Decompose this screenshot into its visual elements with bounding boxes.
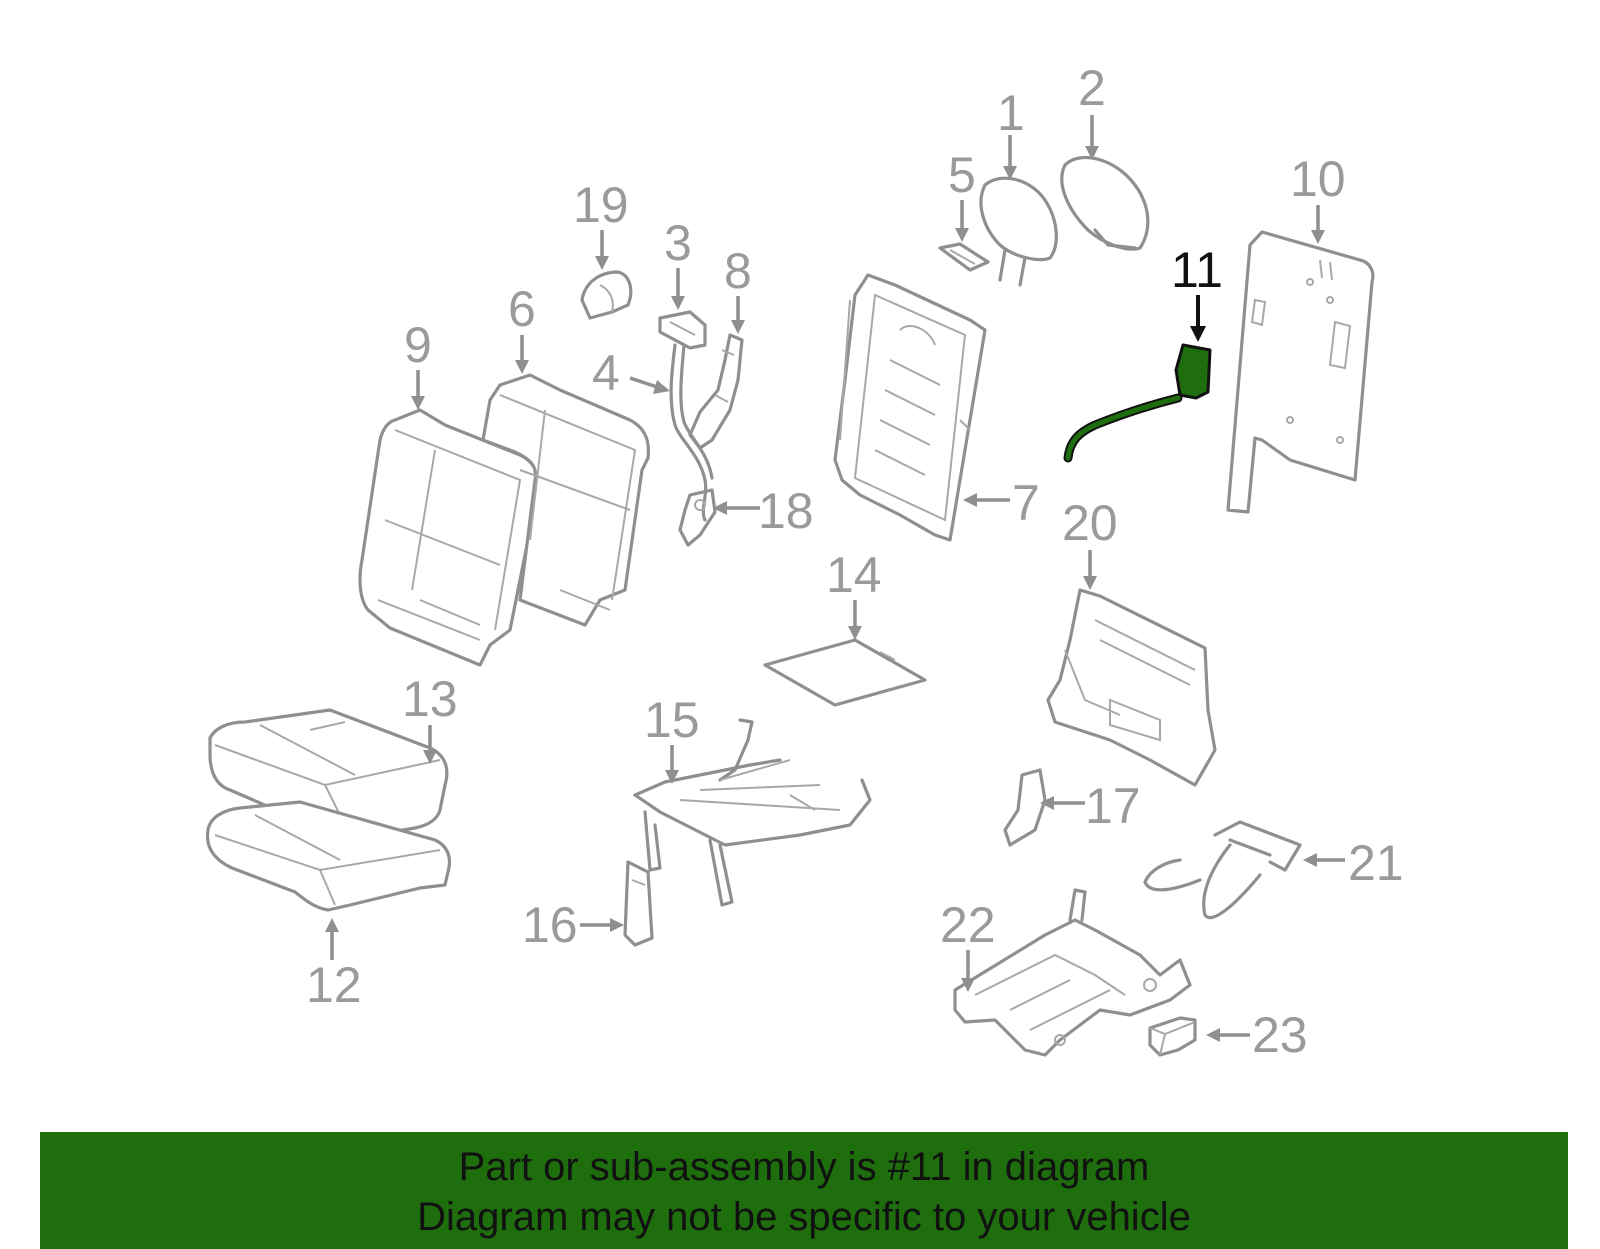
callout-6: 6 xyxy=(508,281,536,337)
part-10-back-panel xyxy=(1226,230,1375,514)
callout-15: 15 xyxy=(644,692,700,748)
part-8-bracket xyxy=(688,333,744,450)
callout-labels: 1 2 5 19 3 8 6 9 4 18 7 11 10 14 20 13 1… xyxy=(306,60,1404,1063)
part-16-bracket xyxy=(623,860,654,947)
callout-19: 19 xyxy=(573,177,629,233)
callout-4: 4 xyxy=(592,345,620,401)
callout-22: 22 xyxy=(940,897,996,953)
callout-3: 3 xyxy=(664,215,692,271)
callout-11: 11 xyxy=(1171,242,1223,298)
part-5-bezel xyxy=(938,242,990,272)
part-7-seatback-frame xyxy=(833,273,987,542)
callout-10: 10 xyxy=(1290,151,1346,207)
callout-arrows xyxy=(325,115,1345,1042)
callout-14: 14 xyxy=(826,547,882,603)
callout-2: 2 xyxy=(1078,60,1106,116)
part-20-cover xyxy=(1046,588,1217,787)
part-22-track-assembly xyxy=(953,888,1192,1057)
info-banner: Part or sub-assembly is #11 in diagram D… xyxy=(40,1132,1568,1249)
part-17-bracket xyxy=(1003,768,1047,847)
part-14-panel xyxy=(763,638,927,707)
callout-8: 8 xyxy=(724,243,752,299)
callout-12: 12 xyxy=(306,957,362,1013)
part-23-cover xyxy=(1148,1016,1197,1057)
callout-1: 1 xyxy=(997,85,1025,141)
part-6-seatback-cushion xyxy=(481,373,651,627)
callout-7: 7 xyxy=(1012,475,1040,531)
part-2-headrest xyxy=(1060,156,1150,251)
parts-diagram: 1 2 5 19 3 8 6 9 4 18 7 11 10 14 20 13 1… xyxy=(205,60,1404,1063)
part-1-headrest xyxy=(979,176,1058,287)
callout-16: 16 xyxy=(522,897,578,953)
callout-9: 9 xyxy=(404,317,432,373)
part-4-cable xyxy=(669,343,714,522)
banner-line-2: Diagram may not be specific to your vehi… xyxy=(417,1195,1191,1239)
callout-17: 17 xyxy=(1085,778,1141,834)
part-18-bracket xyxy=(678,488,717,547)
callout-23: 23 xyxy=(1252,1007,1308,1063)
callout-5: 5 xyxy=(948,147,976,203)
banner-line-1: Part or sub-assembly is #11 in diagram xyxy=(458,1145,1150,1189)
callout-13: 13 xyxy=(402,671,458,727)
part-12-seat-cushion xyxy=(205,800,452,912)
part-15-seat-frame xyxy=(633,718,872,907)
callout-18: 18 xyxy=(758,483,814,539)
part-3-latch xyxy=(658,310,707,350)
callout-21: 21 xyxy=(1348,835,1404,891)
part-11-highlighted-cable xyxy=(1063,343,1212,463)
part-19-cap xyxy=(580,270,633,320)
callout-20: 20 xyxy=(1062,495,1118,551)
part-21-handle-cable xyxy=(1143,820,1302,920)
